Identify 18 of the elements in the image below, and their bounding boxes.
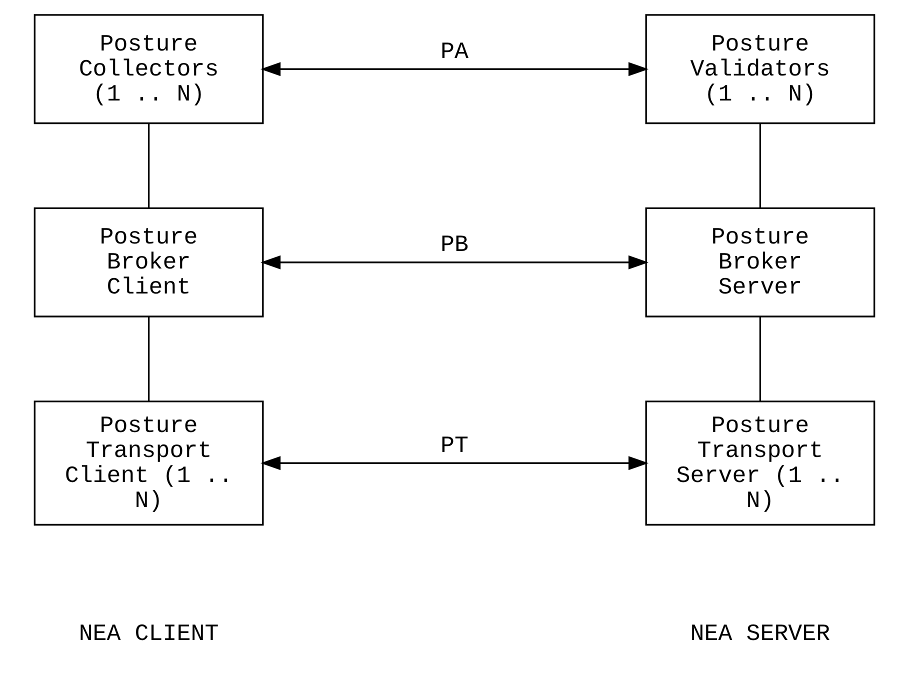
node-box: Posture Transport Client (1 .. N) (34, 400, 264, 526)
label: NEA CLIENT (78, 622, 219, 648)
arrow (260, 62, 648, 76)
connector (148, 124, 150, 208)
node-box: Posture Collectors (1 .. N) (34, 14, 264, 124)
node-box: Posture Broker Client (34, 207, 264, 318)
connector (148, 316, 150, 402)
connector (759, 316, 762, 402)
node-box: Posture Transport Server (1 .. N) (645, 400, 876, 526)
connector (759, 124, 762, 208)
arrow (260, 255, 648, 270)
arrow (260, 456, 648, 470)
edge-label: PB (440, 233, 468, 260)
label: NEA SERVER (690, 622, 830, 648)
node-box: Posture Validators (1 .. N) (645, 14, 876, 124)
node-box: Posture Broker Server (645, 207, 876, 318)
edge-label: PA (440, 40, 468, 66)
edge-label: PT (440, 434, 468, 460)
